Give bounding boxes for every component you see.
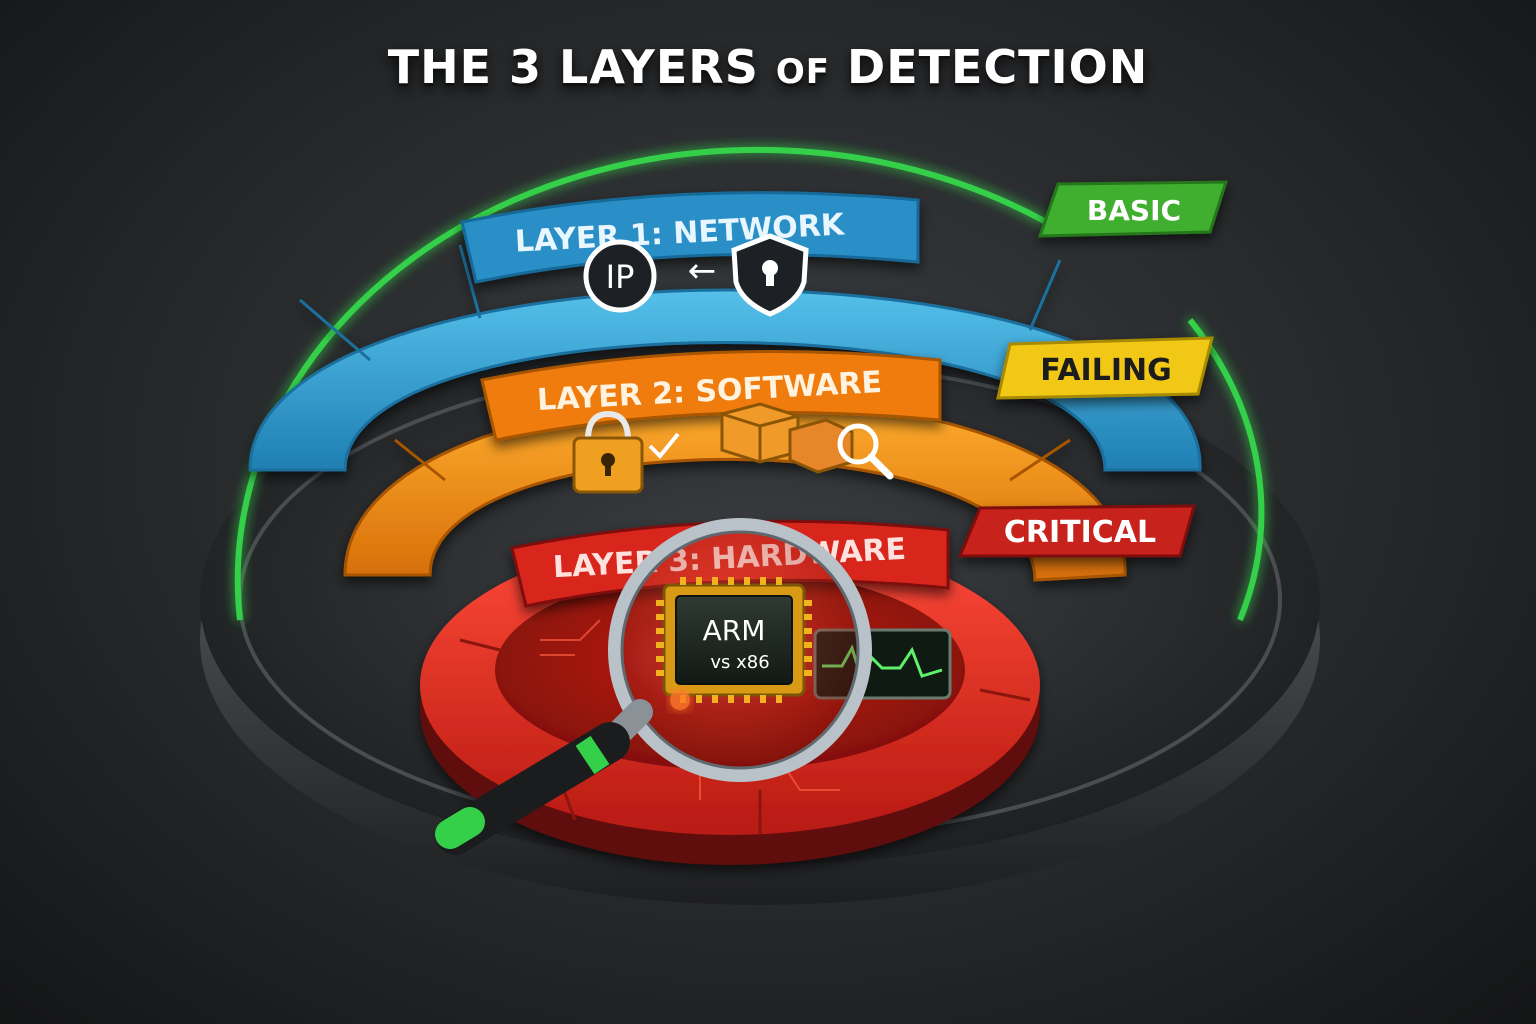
status-basic-label: BASIC xyxy=(1087,194,1181,227)
title-part-1: THE 3 LAYERS xyxy=(387,40,776,94)
magnifier-handle xyxy=(435,699,653,855)
chip-line-2: vs x86 xyxy=(710,652,769,673)
package-icon xyxy=(720,402,800,464)
status-tag-critical: CRITICAL xyxy=(957,504,1196,558)
arrow-icon: ← xyxy=(688,251,717,291)
software-icons xyxy=(572,402,894,494)
ip-icon-label: IP xyxy=(606,258,635,296)
status-critical-label: CRITICAL xyxy=(1004,515,1156,550)
chip-line-1: ARM xyxy=(703,614,766,647)
package-open-icon xyxy=(788,418,854,474)
checkmark-icon xyxy=(648,432,680,459)
cpu-chip-icon: ARM vs x86 xyxy=(656,577,812,703)
magnifying-glass: ARM vs x86 xyxy=(435,518,872,855)
ip-icon: IP xyxy=(583,239,657,313)
status-failing-label: FAILING xyxy=(1040,353,1171,388)
network-icons: IP ← xyxy=(583,233,809,317)
lock-icon xyxy=(572,410,644,494)
status-tag-basic: BASIC xyxy=(1037,180,1229,238)
title-part-2: DETECTION xyxy=(830,40,1149,94)
status-tag-failing: FAILING xyxy=(996,336,1214,400)
magnifier-small-icon xyxy=(837,423,894,480)
page-title: THE 3 LAYERS OF DETECTION xyxy=(0,40,1536,94)
title-part-small: OF xyxy=(775,52,830,92)
shield-icon xyxy=(731,233,809,317)
